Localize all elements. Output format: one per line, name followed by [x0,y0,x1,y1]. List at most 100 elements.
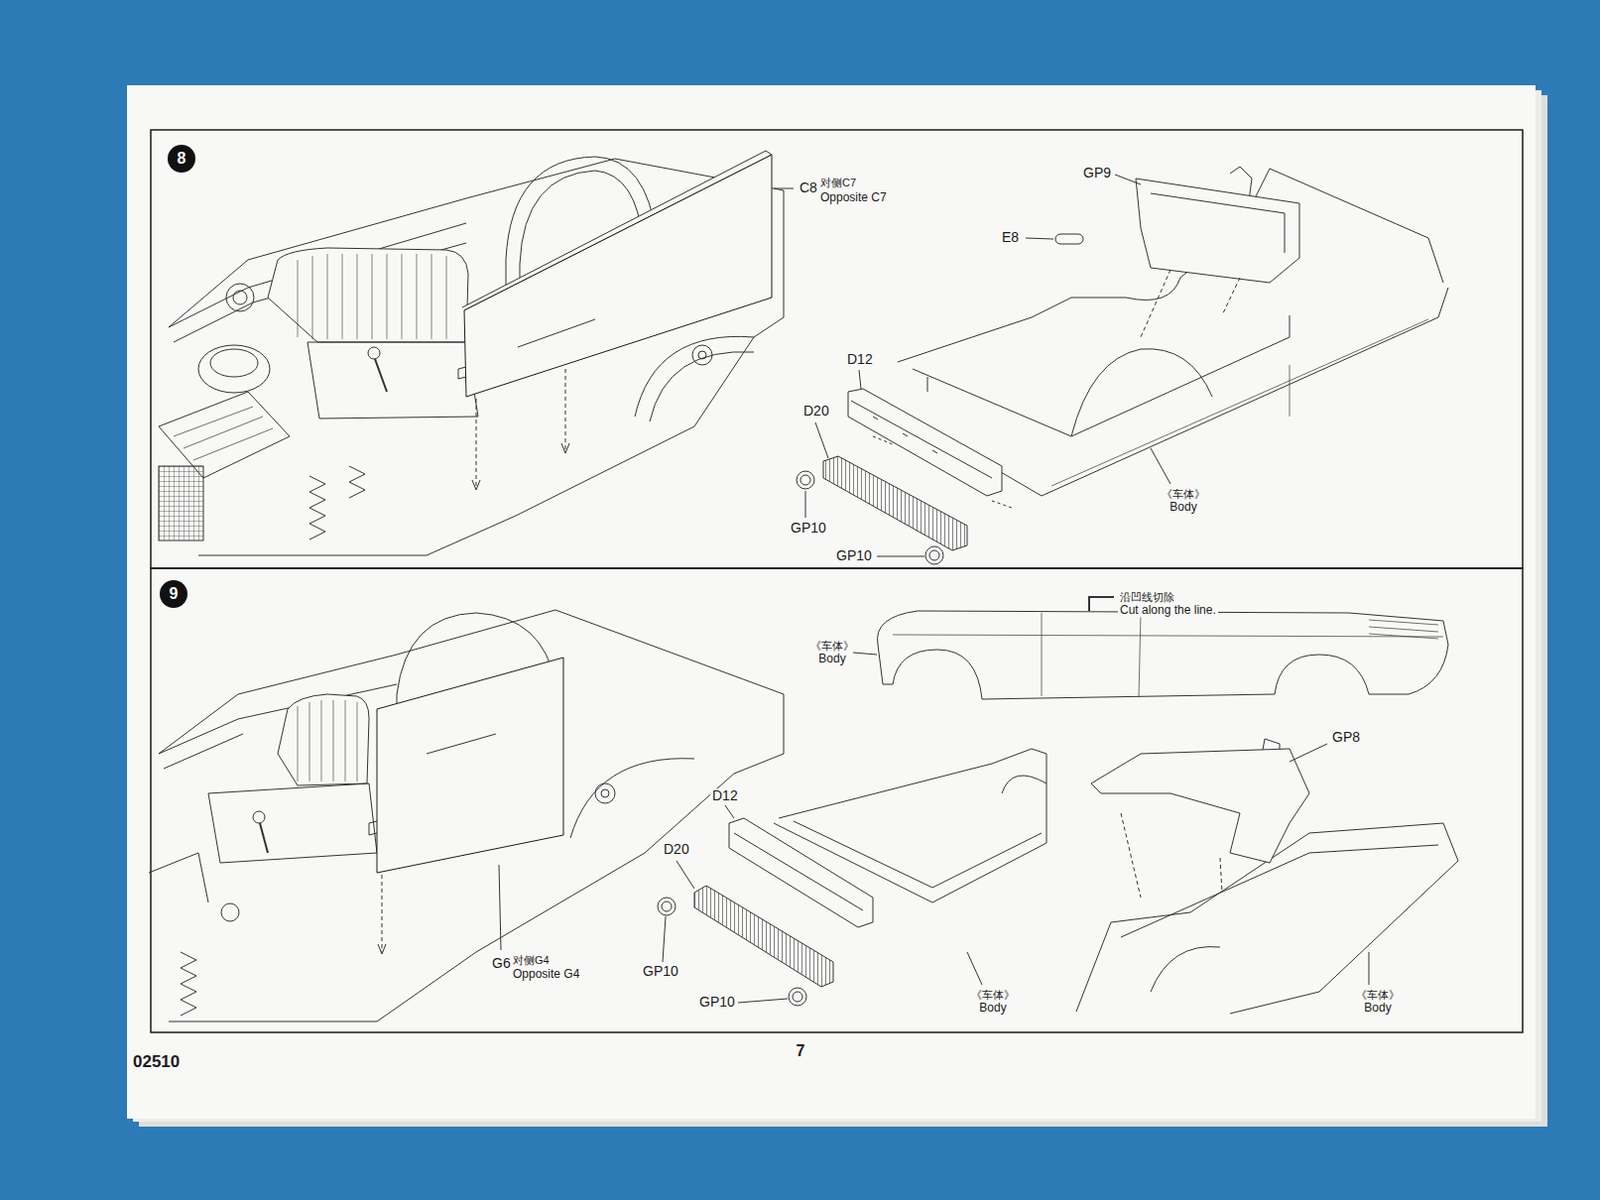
page-number: 7 [794,1042,808,1061]
fender [649,352,754,422]
part-number: C8 [797,180,820,196]
part-number: GP9 [1081,165,1113,181]
axle-stub [698,351,707,360]
side-panel [464,154,772,397]
part-number: G6 [490,956,513,972]
label-text: C8 [799,179,818,196]
body-shell [793,775,1047,888]
lamp [657,897,676,916]
chassis-drawing [158,150,794,556]
note: Opposite G4 [510,968,582,982]
part-number: GP10 [788,520,829,536]
fender [634,336,754,417]
step-number-text: 9 [169,585,179,604]
part-label: Body [1361,1001,1393,1015]
interior-tub [1091,748,1310,863]
grille [694,885,834,987]
label-text: 02510 [132,1052,180,1072]
gear-knob [252,811,265,824]
part-number: E8 [999,230,1021,246]
label-text: 《车体》 [1355,988,1400,1001]
step-number-text: 8 [177,149,187,168]
engine-detail [173,406,273,461]
axle-stub [601,789,610,798]
fender [570,758,695,839]
seat-cushion [307,342,479,419]
leader-line [805,174,1171,557]
chassis-drawing [148,610,784,1022]
part-label: Body [1167,500,1199,514]
bumper-detail [734,833,863,911]
label-text: 对侧G4 [512,954,550,967]
air-cleaner [210,349,258,377]
part-number: GP8 [1330,730,1362,745]
axle-stub [595,783,616,804]
lamp [788,987,807,1006]
label-text: D12 [712,787,739,804]
gauge [233,290,247,305]
step-frame [150,568,1523,1033]
label-text: GP9 [1083,164,1111,181]
part-label: 《车体》 [1353,988,1402,1001]
label-text: 沿凹线切除 [1119,591,1175,604]
part-label: 《车体》 [1159,488,1208,500]
label-text: 《车体》 [1161,488,1206,500]
small-part [1055,234,1084,245]
label-text: G6 [492,955,511,972]
lamp [925,546,944,565]
label-text: 《车体》 [971,988,1015,1001]
part-number: D12 [845,352,875,368]
panel-detail [369,734,496,836]
label-text: Cut along the line. [1119,603,1217,617]
note: 对侧G4 [510,954,552,967]
label-text: Opposite C7 [820,190,887,205]
body-shell [1120,845,1439,992]
seat-cushion [208,783,377,863]
label-text: Body [1363,1000,1391,1015]
body-drawing [853,597,1449,700]
part-label: 《车体》 [969,988,1017,1001]
engine-block [148,853,209,903]
grille [823,456,968,551]
leader-line [853,652,877,655]
note: Opposite C7 [818,191,889,205]
part-number: D12 [710,788,740,804]
leader-line [773,188,794,190]
label-text: Body [979,1000,1006,1015]
label-text: GP10 [836,547,872,564]
lamp [800,475,811,486]
label-text: GP10 [699,993,736,1010]
label-text: Body [1169,499,1197,514]
note: 沿凹线切除 [1117,591,1177,604]
leader-line [1089,597,1114,612]
insert-line [1140,269,1240,338]
wheel-cutout [1071,349,1213,437]
label-text: E8 [1001,229,1019,246]
insert-line [381,874,383,953]
leader-line [662,805,983,1003]
label-text: 7 [796,1042,806,1060]
gear-lever [374,359,387,392]
lamp [796,471,815,490]
interior-tub [1135,178,1300,283]
kit-number: 02510 [130,1053,182,1073]
gear-lever [259,823,268,854]
gauge [226,283,254,312]
seat-ribs [297,253,447,340]
label-text: GP8 [1332,729,1360,745]
panel-detail [458,319,596,379]
body-floor [912,315,1290,437]
label-text: D20 [803,402,830,419]
label-text: GP10 [642,963,679,980]
seat-back [277,694,370,786]
body-drawing [1076,738,1459,1014]
body-side [877,611,1450,700]
engine-detail [221,903,240,922]
step-frame [150,129,1523,1033]
bumper [729,818,873,928]
paper [126,85,1548,1127]
lamp [792,991,803,1002]
part-number: D20 [801,403,832,419]
axle-stub [692,345,713,366]
